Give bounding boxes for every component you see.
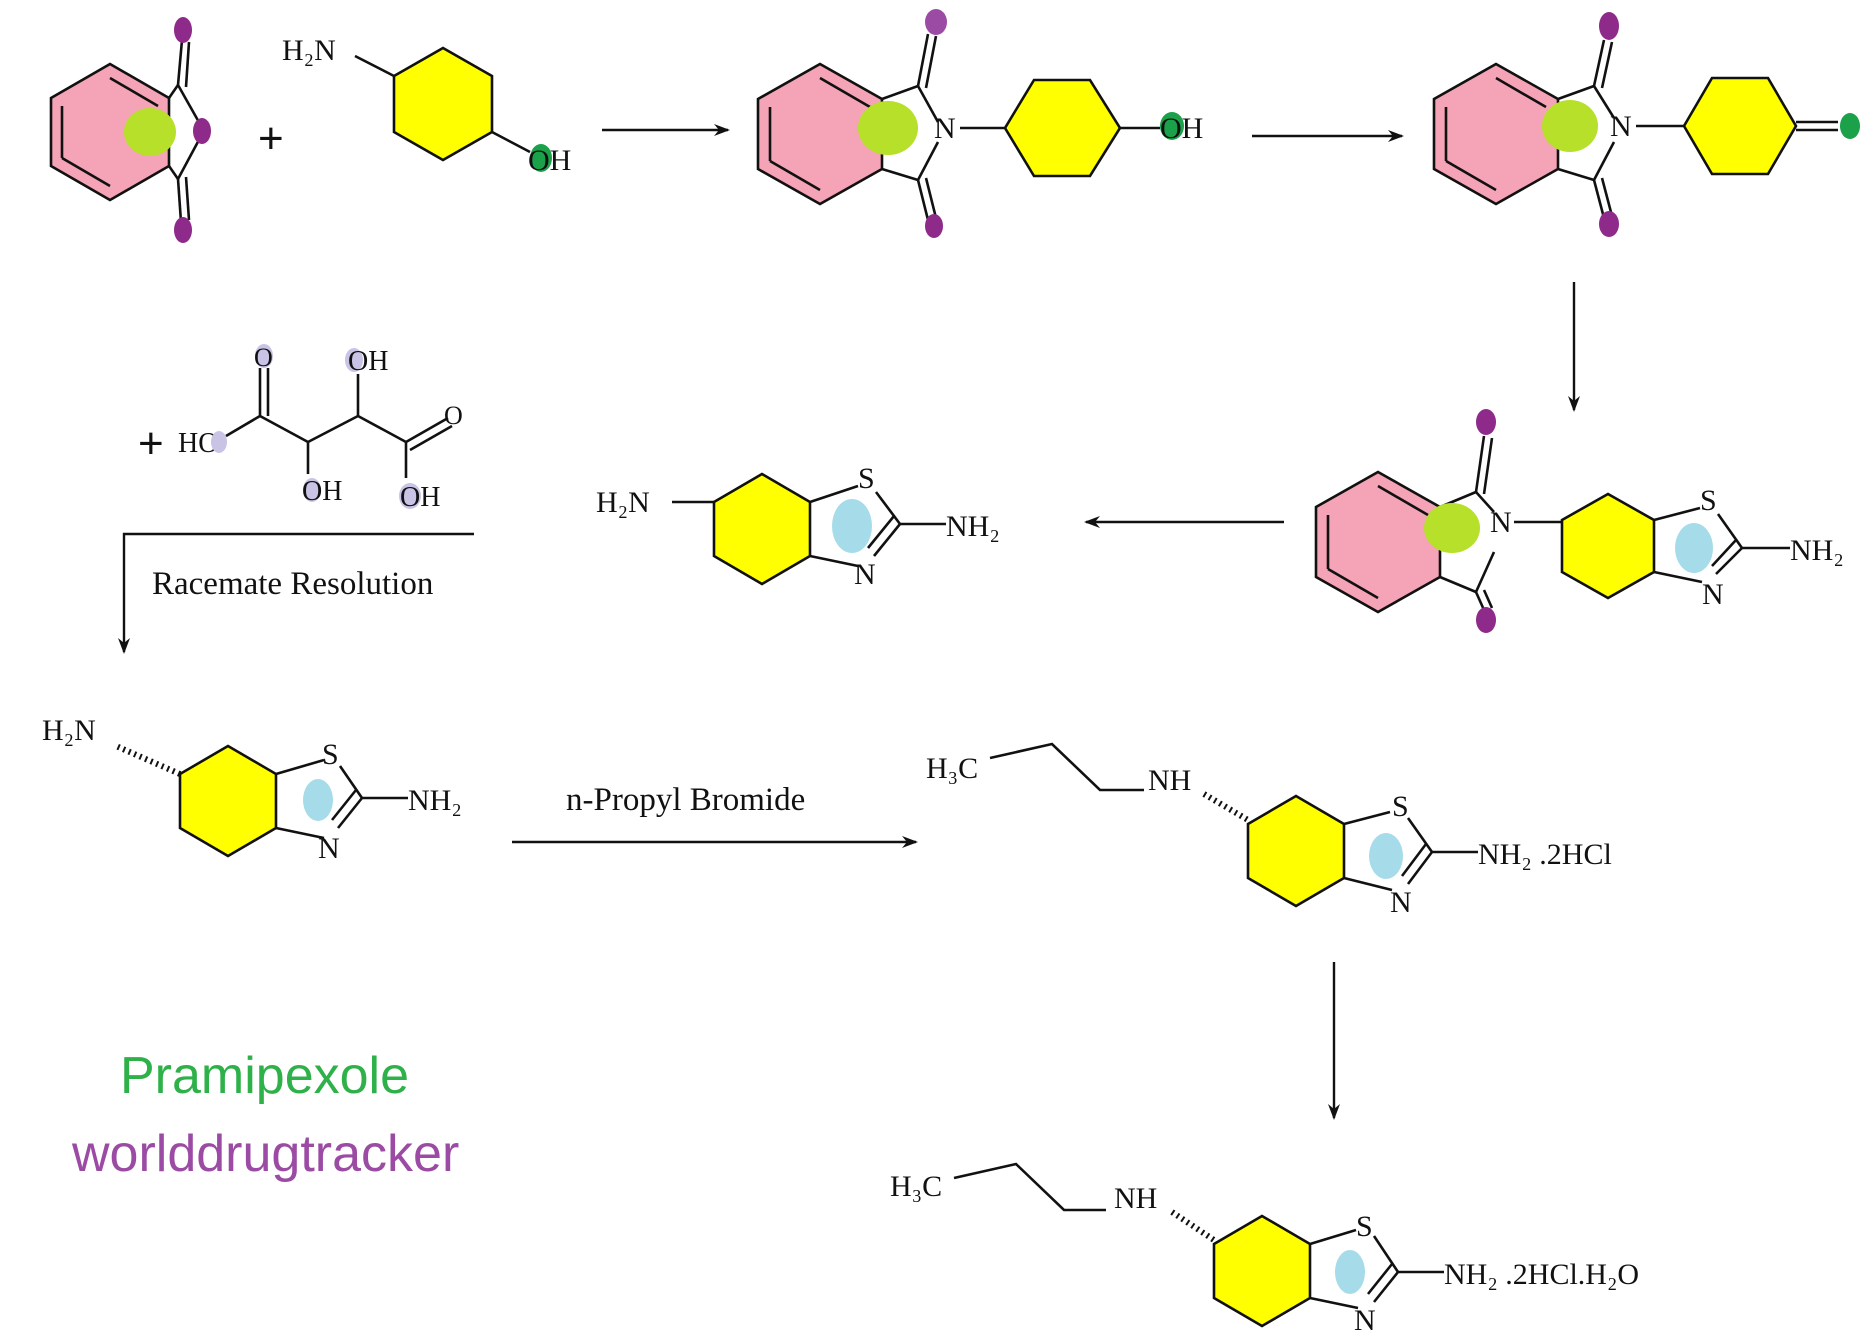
cyclohexane-ring — [1003, 78, 1122, 178]
secondary-amine-label: NH — [1114, 1182, 1157, 1215]
resolution-arrow — [118, 532, 474, 654]
imide-nitrogen: N — [1490, 506, 1512, 539]
source-title: worlddrugtracker — [72, 1125, 460, 1183]
drug-title: Pramipexole — [120, 1047, 410, 1105]
amine-label: H₂N — [282, 34, 336, 67]
benzene-ring — [1314, 470, 1442, 614]
amine-label: H₂N — [42, 714, 96, 747]
carbonyl-o-label: O — [444, 401, 463, 430]
thiazole-sulfur: S — [858, 462, 875, 495]
hydroxyl-label: OH — [302, 476, 342, 507]
methyl-label: H₃C — [890, 1170, 942, 1203]
plus-sign: + — [138, 419, 164, 468]
hydroxyl-o-dot — [1160, 112, 1184, 140]
hydroxyl-o-dot — [530, 144, 552, 172]
plus-sign: + — [258, 114, 284, 163]
propylation-condition: n-Propyl Bromide — [566, 782, 805, 818]
cyclohexane-ring — [392, 46, 494, 162]
imide-center-dot — [858, 101, 918, 155]
carbonyl-o-dot — [1599, 12, 1619, 40]
phthalic-anhydride — [49, 17, 211, 243]
tartaric-o-dot — [211, 431, 227, 453]
ring-o-dot — [193, 118, 211, 144]
cyclohexane-ring — [1682, 76, 1798, 176]
benzene-ring — [1432, 62, 1560, 206]
thiazole-nitrogen: N — [1354, 1304, 1376, 1337]
hashed-wedge — [1170, 1209, 1216, 1243]
amino-hydrate-label: NH₂ .2HCl.H₂O — [1444, 1258, 1639, 1291]
amino-label: NH₂ — [1790, 534, 1844, 567]
tartaric-o-dot — [399, 483, 421, 509]
carbonyl-o-dot — [1476, 607, 1496, 633]
thiazole-center-dot — [832, 499, 872, 553]
cyclohexane-ring — [712, 472, 812, 586]
ketone-o-dot — [1840, 113, 1860, 139]
thiazole-sulfur: S — [322, 738, 339, 771]
thiazole-center-dot — [1675, 523, 1713, 573]
imide-nitrogen: N — [1610, 110, 1632, 143]
hydroxyl-label: OH — [400, 482, 440, 513]
hashed-wedge — [114, 743, 182, 777]
thiazole-center-dot — [303, 779, 333, 821]
phthalimido-benzothiazole: N S N NH₂ — [1314, 409, 1844, 633]
carbonyl-o-label: O — [254, 343, 273, 372]
amino-label: NH₂ — [946, 510, 1000, 543]
thiazole-nitrogen: N — [854, 558, 876, 591]
imide-nitrogen: N — [934, 112, 956, 145]
tartaric-acid: + HO O OH OH O OH — [138, 343, 463, 513]
carbonyl-o-dot — [925, 9, 947, 35]
thiazole-sulfur: S — [1700, 484, 1717, 517]
pramipexole-monohydrate: H₃C NH S N NH₂ .2HCl.H₂O — [890, 1162, 1639, 1337]
thiazole-sulfur: S — [1392, 790, 1409, 823]
thiazole-nitrogen: N — [1702, 578, 1724, 611]
hydroxyl-label: OH — [348, 346, 388, 377]
tartaric-o-dot — [345, 348, 363, 372]
imide-center-dot — [1542, 100, 1598, 152]
imide-center-dot — [1424, 503, 1480, 553]
cyclohexane-ring — [178, 744, 278, 858]
thiazole-center-dot — [1369, 833, 1403, 879]
methyl-label: H₃C — [926, 752, 978, 785]
hydroxyl-label: OH — [528, 144, 571, 177]
secondary-amine-label: NH — [1148, 764, 1191, 797]
tartaric-o-dot — [255, 344, 273, 368]
thiazole-nitrogen: N — [318, 832, 340, 865]
imide-center-dot — [124, 108, 176, 156]
amino-label: NH₂ — [408, 784, 462, 817]
racemic-diamine: H₂N S N NH₂ — [596, 462, 1000, 591]
carbonyl-o-dot — [1476, 409, 1496, 435]
carbonyl-o-dot — [174, 217, 192, 243]
thiazole-center-dot — [1335, 1250, 1365, 1294]
oxocyclohexyl-phthalimide: N — [1432, 12, 1860, 237]
carbonyl-o-dot — [1599, 211, 1619, 237]
cyclohexane-ring — [1246, 794, 1346, 908]
hydroxyl-label: OH — [1160, 112, 1203, 145]
cyclohexane-ring — [1212, 1214, 1312, 1328]
s-diamine: H₂N S N NH₂ — [42, 714, 462, 865]
hydroxycyclohexyl-phthalimide: N OH — [756, 9, 1203, 238]
aminocyclohexanol: H₂N OH — [282, 34, 571, 177]
tartaric-o-dot — [303, 478, 321, 502]
amino-salt-label: NH₂ .2HCl — [1478, 838, 1612, 871]
carbonyl-o-dot — [174, 17, 192, 43]
resolution-condition: Racemate Resolution — [152, 566, 433, 602]
carbonyl-o-dot — [925, 214, 943, 238]
amine-label: H₂N — [596, 486, 650, 519]
hashed-wedge — [1202, 791, 1250, 823]
thiazole-sulfur: S — [1356, 1210, 1373, 1243]
pramipexole-dihydrochloride: H₃C NH S N NH₂ .2HCl — [926, 742, 1612, 919]
thiazole-nitrogen: N — [1390, 886, 1412, 919]
cyclohexane-ring — [1560, 492, 1656, 600]
